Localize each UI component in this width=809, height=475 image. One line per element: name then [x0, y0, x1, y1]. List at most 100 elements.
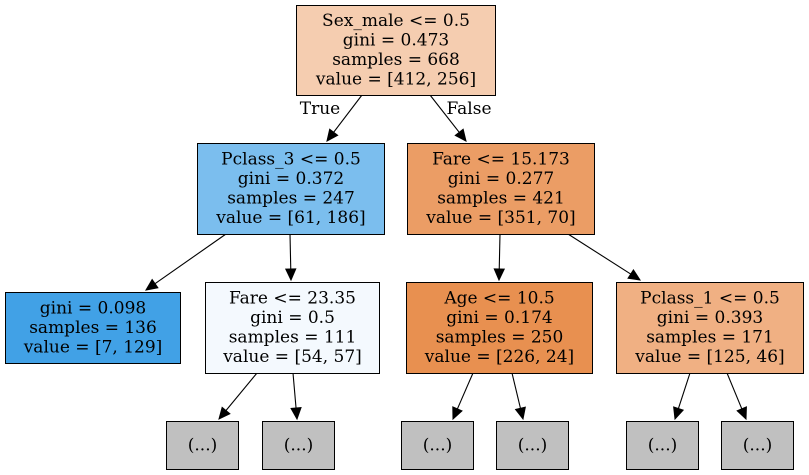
edge-root-to-pclass3: True [300, 94, 363, 142]
edge-age10-to-trunc-3 [452, 372, 474, 421]
node-line-1: gini = 0.393 [657, 308, 763, 328]
node-line-3: value = [61, 186] [215, 208, 365, 228]
truncated-node: (...) [401, 421, 474, 470]
node-box [197, 143, 385, 235]
node-line-2: samples = 250 [436, 328, 564, 348]
node-box [407, 143, 595, 235]
edge-line [289, 233, 292, 270]
edge-fare23-to-trunc-1 [218, 372, 258, 420]
arrowhead-icon [454, 128, 467, 142]
edge-fare23-to-trunc-2 [290, 372, 302, 421]
arrowhead-icon [290, 407, 302, 421]
node-box [262, 421, 335, 470]
arrowhead-icon [326, 128, 339, 142]
edge-fare15-to-pclass1 [567, 233, 642, 281]
node-line-2: samples = 421 [437, 189, 565, 209]
node-line-2: samples = 111 [229, 328, 357, 348]
node-box [401, 421, 474, 470]
arrowhead-icon [145, 278, 159, 291]
ellipsis-label: (...) [188, 435, 217, 455]
node-box [626, 421, 699, 470]
node-line-0: gini = 0.098 [40, 298, 146, 318]
ellipsis-label: (...) [284, 435, 313, 455]
edge-line [333, 94, 363, 133]
edge-line [677, 372, 691, 409]
node-box [721, 421, 794, 470]
node-line-1: gini = 0.372 [238, 169, 344, 189]
node-line-0: Fare <= 23.35 [229, 289, 356, 309]
node-line-1: gini = 0.473 [343, 31, 449, 51]
edges-layer: True False [145, 94, 747, 421]
edge-root-to-fare15: False [429, 94, 492, 142]
edge-label-false: False [447, 99, 492, 119]
truncated-node: (...) [496, 421, 569, 470]
node-line-2: value = [7, 129] [23, 337, 163, 357]
node-line-0: Pclass_3 <= 0.5 [221, 150, 361, 170]
edge-line [154, 233, 227, 285]
edge-age10-to-trunc-4 [511, 372, 526, 421]
node-line-2: samples = 247 [227, 189, 355, 209]
node-line-1: gini = 0.277 [448, 169, 554, 189]
node-line-3: value = [54, 57] [222, 347, 362, 367]
arrowhead-icon [452, 406, 463, 421]
node-line-0: Fare <= 15.173 [432, 150, 570, 170]
node-box [496, 421, 569, 470]
node-box [5, 292, 181, 364]
node-line-0: Age <= 10.5 [443, 289, 554, 309]
arrowhead-icon [218, 406, 231, 420]
edge-pclass1-to-trunc-5 [673, 372, 691, 421]
ellipsis-label: (...) [648, 435, 677, 455]
edge-line [429, 94, 460, 133]
arrowhead-icon [673, 406, 685, 421]
edge-pclass1-to-trunc-6 [726, 372, 747, 421]
edge-line [498, 233, 501, 270]
node-box [205, 282, 380, 374]
node-line-1: gini = 0.5 [250, 308, 335, 328]
arrowhead-icon [284, 268, 297, 282]
node-line-3: value = [125, 46] [634, 347, 784, 367]
edge-line [292, 372, 297, 409]
node-line-3: value = [226, 24] [424, 347, 574, 367]
ellipsis-label: (...) [518, 435, 547, 455]
ellipsis-label: (...) [743, 435, 772, 455]
node-line-2: samples = 171 [646, 328, 774, 348]
node-box [406, 282, 593, 374]
truncated-node: (...) [166, 421, 239, 470]
arrowhead-icon [514, 406, 526, 421]
node-box [616, 282, 804, 374]
arrowhead-icon [627, 268, 642, 281]
edge-line [511, 372, 521, 409]
node-box [296, 5, 496, 96]
truncated-node: (...) [721, 421, 794, 470]
edge-line [225, 372, 258, 411]
node-line-2: samples = 668 [332, 50, 460, 70]
edge-line [567, 233, 632, 275]
edge-line [456, 372, 474, 410]
node-line-3: value = [412, 256] [315, 70, 476, 90]
truncated-node: (...) [626, 421, 699, 470]
truncated-node: (...) [262, 421, 335, 470]
edge-pclass3-to-leaf-gini098 [145, 233, 227, 291]
node-line-1: gini = 0.174 [446, 308, 552, 328]
edge-fare15-to-age10 [493, 233, 506, 282]
edge-label-true: True [300, 99, 340, 119]
node-line-3: value = [351, 70] [425, 208, 575, 228]
node-line-0: Sex_male <= 0.5 [322, 11, 470, 31]
node-line-1: samples = 136 [29, 318, 157, 338]
edge-line [726, 372, 743, 410]
node-box [166, 421, 239, 470]
arrowhead-icon [493, 268, 506, 282]
arrowhead-icon [736, 406, 747, 421]
ellipsis-label: (...) [423, 435, 452, 455]
node-line-0: Pclass_1 <= 0.5 [640, 289, 780, 309]
edge-pclass3-to-fare23 [284, 233, 297, 282]
